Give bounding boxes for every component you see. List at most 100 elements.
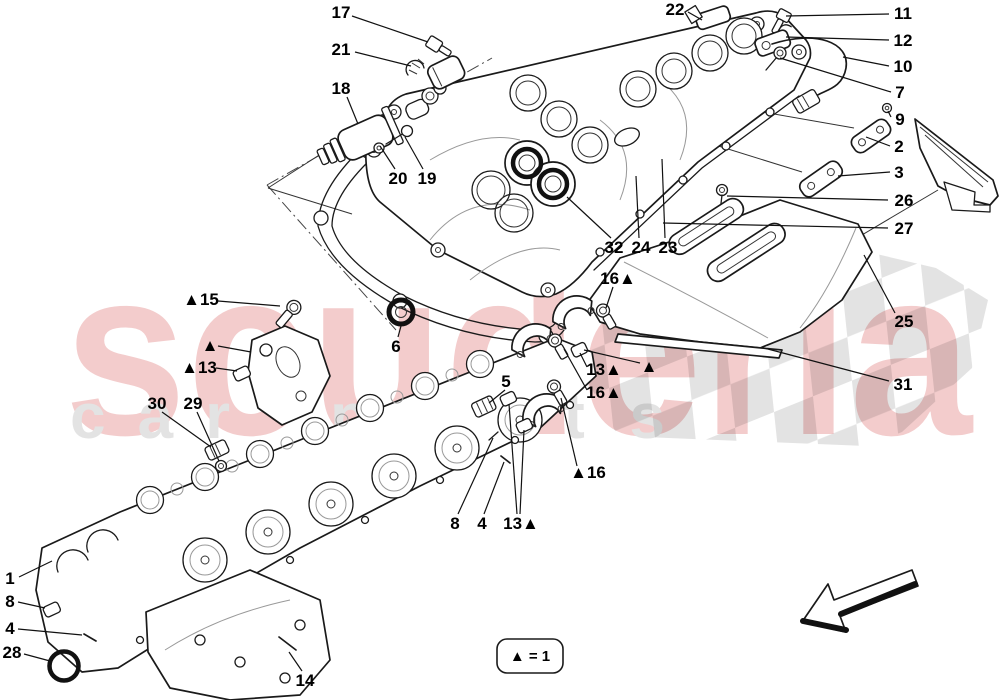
leader-line-4	[17, 628, 83, 636]
callout-16c: ▲16	[560, 397, 606, 482]
direction-arrow	[800, 569, 919, 633]
leader-line-21	[354, 51, 412, 67]
leader-line-3	[837, 171, 891, 177]
callout-label-16a: 16▲	[600, 269, 636, 288]
stud-8-mid	[488, 431, 499, 441]
callout-label-27: 27	[895, 219, 914, 238]
callout-8b: 8	[450, 437, 494, 533]
callout-16b: 16▲	[563, 348, 622, 402]
callout-label-8: 8	[5, 592, 14, 611]
leader-line-32	[566, 196, 612, 239]
bracket-2	[850, 118, 892, 154]
leader-line-19	[404, 136, 424, 170]
callout-label-23: 23	[659, 238, 678, 257]
leader-line-27	[662, 222, 889, 229]
leader-line-10	[842, 56, 890, 67]
callout-label-13-left: ▲13	[181, 358, 217, 377]
callout-24: 24	[632, 175, 651, 257]
callout-13-left: ▲13	[181, 358, 238, 377]
callout-label-12: 12	[894, 31, 913, 50]
leader-line-13b	[579, 352, 588, 368]
plug-30	[204, 439, 230, 461]
callout-label-13b: 13▲	[586, 360, 622, 379]
head-bores-upper	[135, 349, 495, 515]
callout-label-16c: ▲16	[570, 463, 606, 482]
retaining-clip	[405, 58, 425, 76]
oil-filler-neck	[504, 140, 576, 207]
legend-text: ▲ = 1	[510, 648, 550, 665]
bushing-13-left	[232, 365, 252, 382]
leader-line-7	[779, 57, 892, 93]
leader-line-tri-left	[217, 345, 252, 353]
callout-label-18: 18	[332, 79, 351, 98]
leader-line-18	[346, 96, 359, 125]
callout-label-28: 28	[3, 643, 22, 662]
leader-line-17	[351, 15, 429, 43]
callout-4b: 4	[477, 461, 505, 533]
callout-26: 26	[726, 191, 914, 210]
leader-line-13c	[519, 429, 525, 515]
plug-5	[470, 395, 497, 418]
callout-28: 28	[3, 643, 51, 662]
head-wells	[170, 368, 459, 496]
callout-label-31: 31	[894, 375, 913, 394]
leader-line-9	[887, 110, 892, 118]
bushing-16-mid	[570, 341, 589, 358]
callout-label-5: 5	[501, 372, 510, 391]
pin-14	[278, 636, 297, 651]
callout-label-8b: 8	[450, 514, 459, 533]
leader-line-31	[763, 347, 890, 382]
callout-label-30: 30	[148, 394, 167, 413]
callout-label-22: 22	[666, 0, 685, 19]
leader-line-11	[785, 13, 890, 17]
callout-label-24: 24	[632, 238, 651, 257]
callout-13b: 13▲	[579, 352, 622, 379]
callout-31: 31	[763, 347, 913, 394]
callout-14: 14	[288, 651, 315, 690]
leader-line-2	[865, 136, 891, 147]
cylinder-head	[35, 337, 597, 700]
bushing-13-b	[515, 417, 534, 434]
callout-label-13c: 13▲	[503, 514, 539, 533]
leader-line-16a	[605, 286, 614, 309]
cam-seal-6	[386, 297, 416, 327]
callout-label-tri-mid: ▲	[641, 357, 658, 376]
leader-line-24	[635, 175, 640, 239]
head-front-plate	[145, 569, 331, 700]
bolt-15	[275, 299, 302, 329]
cable-connector	[792, 89, 821, 114]
o-ring-28	[47, 649, 81, 683]
callout-6: 6	[391, 325, 402, 356]
callout-tri-left: ▲	[202, 336, 252, 355]
callout-label-19: 19	[418, 169, 437, 188]
leader-line-16c	[560, 397, 578, 467]
leader-line-1	[18, 560, 53, 578]
callout-7: 7	[779, 57, 905, 102]
callout-21: 21	[332, 40, 412, 67]
callout-label-32: 32	[605, 238, 624, 257]
washer-9	[881, 102, 893, 114]
mount-bracket	[247, 325, 331, 426]
callout-label-7: 7	[895, 83, 904, 102]
leader-line-13c	[508, 403, 518, 515]
callout-5: 5	[488, 372, 511, 404]
leader-line-30	[161, 411, 212, 448]
callout-22: 22	[666, 0, 703, 21]
leader-line-5	[488, 389, 506, 404]
callout-label-26: 26	[895, 191, 914, 210]
callout-32: 32	[566, 196, 624, 257]
callout-17: 17	[332, 3, 429, 43]
callout-12: 12	[785, 31, 913, 50]
leader-line-12	[785, 36, 890, 41]
callout-27: 27	[662, 219, 914, 238]
bolt-11	[771, 8, 792, 35]
heat-shield	[587, 197, 873, 359]
leader-line-28	[23, 653, 51, 662]
shield-strap-lower	[706, 222, 786, 283]
callout-label-14: 14	[296, 671, 315, 690]
leader-line-14	[288, 651, 303, 672]
callout-15: ▲15	[183, 290, 281, 309]
callout-10: 10	[842, 56, 912, 76]
bracket-3	[798, 160, 844, 198]
callout-1: 1	[5, 560, 53, 588]
